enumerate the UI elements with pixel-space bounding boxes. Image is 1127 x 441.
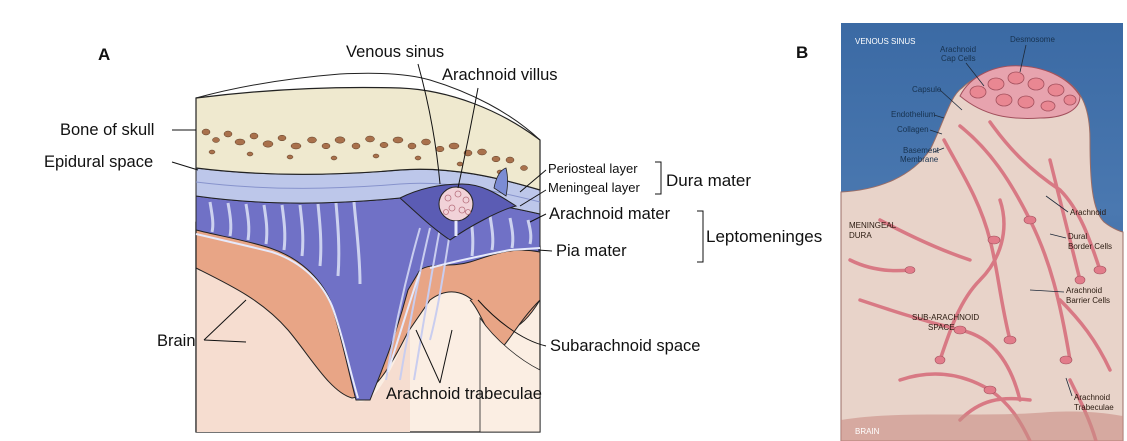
- bone-of-skull: [196, 73, 540, 190]
- label-arachnoid-trabeculae: Arachnoid trabeculae: [386, 385, 542, 403]
- b-label-basement-2: Membrane: [900, 155, 939, 164]
- b-label-desmosome: Desmosome: [1010, 35, 1055, 44]
- b-label-basement-1: Basement: [903, 146, 940, 155]
- label-bone-of-skull: Bone of skull: [60, 121, 154, 139]
- b-label-capsule: Capsule: [912, 85, 942, 94]
- panel-a: A: [44, 43, 822, 432]
- b-label-subarachnoid-2: SPACE: [928, 323, 955, 332]
- b-label-arachnoid-cap-2: Cap Cells: [941, 54, 976, 63]
- b-label-brain: BRAIN: [855, 427, 880, 436]
- label-periosteal-layer: Periosteal layer: [548, 161, 638, 176]
- b-label-trabeculae-1: Arachnoid: [1074, 393, 1110, 402]
- b-label-endothelium: Endothelium: [891, 110, 936, 119]
- panel-a-letter: A: [98, 45, 110, 64]
- b-label-arachnoid-cap-1: Arachnoid: [940, 45, 976, 54]
- label-meningeal-layer: Meningeal layer: [548, 180, 640, 195]
- b-label-subarachnoid-1: SUB-ARACHNOID: [912, 313, 979, 322]
- b-label-venous-sinus: VENOUS SINUS: [855, 37, 915, 46]
- label-brain: Brain: [157, 332, 196, 350]
- b-label-trabeculae-2: Trabeculae: [1074, 403, 1114, 412]
- b-label-meningeal-2: DURA: [849, 231, 872, 240]
- panel-b-letter: B: [796, 43, 808, 62]
- panel-b: B: [796, 23, 1123, 441]
- b-label-arachnoid: Arachnoid: [1070, 208, 1106, 217]
- label-venous-sinus: Venous sinus: [346, 43, 444, 61]
- label-arachnoid-mater: Arachnoid mater: [549, 205, 671, 223]
- b-label-collagen: Collagen: [897, 125, 929, 134]
- b-label-meningeal-1: MENINGEAL: [849, 221, 897, 230]
- b-label-dural-border-2: Border Cells: [1068, 242, 1112, 251]
- label-arachnoid-villus: Arachnoid villus: [442, 66, 558, 84]
- label-leptomeninges: Leptomeninges: [706, 227, 822, 246]
- b-label-arachnoid-barrier-1: Arachnoid: [1066, 286, 1102, 295]
- label-dura-mater: Dura mater: [666, 171, 751, 190]
- b-label-dural-border-1: Dural: [1068, 232, 1087, 241]
- label-epidural-space: Epidural space: [44, 153, 153, 171]
- label-pia-mater: Pia mater: [556, 242, 627, 260]
- label-subarachnoid-space: Subarachnoid space: [550, 337, 700, 355]
- b-label-arachnoid-barrier-2: Barrier Cells: [1066, 296, 1110, 305]
